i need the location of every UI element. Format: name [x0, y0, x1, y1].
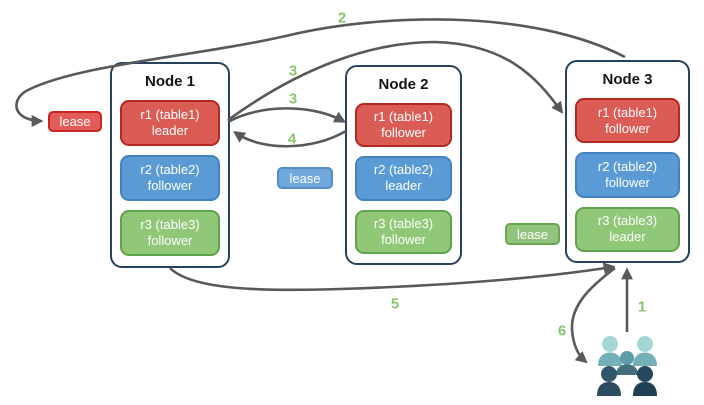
- lease-label-blue: lease: [277, 167, 333, 189]
- arrow-step-2: [15, 18, 626, 127]
- step-label-3a: 3: [288, 62, 298, 80]
- person-icon: [620, 351, 634, 365]
- replica-name: r3 (table3): [140, 217, 200, 232]
- step-label-2: 2: [337, 9, 347, 27]
- replica-name: r3 (table3): [597, 213, 658, 229]
- arrow-step-3-to-node2: [227, 107, 347, 124]
- replica-role: leader: [609, 229, 646, 245]
- person-icon: [601, 366, 617, 382]
- replica-role: follower: [605, 174, 650, 190]
- node2-replica-r1: r1 (table1) follower: [355, 103, 452, 148]
- step-label-3b: 3: [288, 90, 298, 108]
- lease-label-green: lease: [505, 223, 560, 245]
- node-2: Node 2 r1 (table1) follower r2 (table2) …: [345, 65, 462, 265]
- person-icon: [616, 364, 638, 375]
- person-icon: [597, 382, 621, 396]
- replica-name: r1 (table1): [597, 104, 658, 120]
- users-icon: [597, 336, 657, 396]
- node3-replica-r3: r3 (table3) leader: [575, 206, 680, 252]
- node2-replica-r3: r3 (table3) follower: [355, 209, 452, 254]
- person-icon: [598, 352, 622, 366]
- lease-label-red: lease: [48, 111, 102, 132]
- node-2-title: Node 2: [378, 76, 429, 93]
- person-icon: [602, 336, 618, 352]
- node1-replica-r1: r1 (table1) leader: [120, 100, 220, 146]
- replica-role: follower: [381, 125, 426, 141]
- replica-role: follower: [147, 178, 193, 193]
- node1-replica-r3: r3 (table3) follower: [120, 210, 220, 256]
- replica-role: leader: [385, 178, 422, 194]
- arrow-step-5: [169, 262, 616, 292]
- replica-name: r3 (table3): [373, 215, 434, 231]
- person-icon: [637, 336, 653, 352]
- node2-replica-r2: r2 (table2) leader: [355, 156, 452, 201]
- step-label-1: 1: [637, 298, 647, 316]
- node-3-title: Node 3: [602, 71, 653, 88]
- person-icon: [637, 366, 653, 382]
- replica-name: r2 (table2): [140, 162, 200, 177]
- node3-replica-r2: r2 (table2) follower: [575, 152, 680, 198]
- node3-replica-r1: r1 (table1) follower: [575, 98, 680, 144]
- step-label-4: 4: [287, 130, 297, 148]
- replica-name: r2 (table2): [597, 158, 658, 174]
- person-icon: [633, 352, 657, 366]
- replica-role: follower: [381, 231, 426, 247]
- node-3: Node 3 r1 (table1) follower r2 (table2) …: [565, 60, 690, 263]
- person-icon: [633, 382, 657, 396]
- step-label-5: 5: [390, 295, 400, 313]
- node-1: Node 1 r1 (table1) leader r2 (table2) fo…: [110, 62, 230, 268]
- node1-replica-r2: r2 (table2) follower: [120, 155, 220, 201]
- replica-role: follower: [605, 120, 650, 136]
- replica-name: r2 (table2): [373, 162, 434, 178]
- replica-name: r1 (table1): [140, 107, 200, 122]
- replica-name: r1 (table1): [373, 109, 434, 125]
- replica-role: leader: [151, 123, 189, 138]
- step-label-6: 6: [557, 322, 567, 340]
- node-1-title: Node 1: [144, 73, 195, 90]
- replica-role: follower: [147, 233, 193, 248]
